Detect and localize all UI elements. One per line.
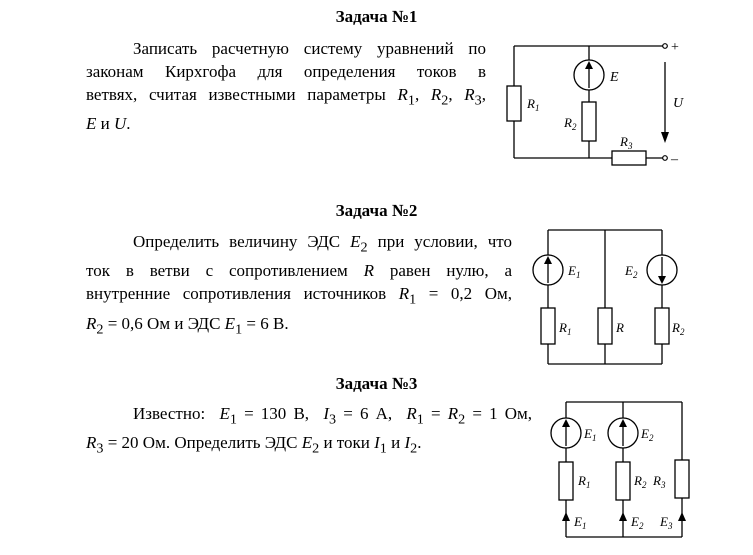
task1-label-plus: + — [671, 40, 679, 55]
task1-label-e: E — [609, 70, 619, 85]
task3-r1-resistor — [558, 461, 574, 501]
task3-label-r1: R1 — [577, 473, 590, 490]
task3-label-e1: E1 — [583, 426, 596, 443]
task2-label-r2: R2 — [671, 320, 685, 337]
task2-label-e1: E1 — [567, 263, 580, 280]
task3-label-e2: E2 — [640, 426, 654, 443]
task1-label-r1: R1 — [526, 96, 539, 113]
task3-e1-source — [550, 417, 582, 449]
task2-r-resistor — [597, 307, 613, 345]
task3-label-bottom-e1: E1 — [573, 514, 586, 531]
task2-r1-resistor — [540, 307, 556, 345]
task2-label-e2: E2 — [624, 263, 638, 280]
task1-r2-resistor — [581, 101, 597, 142]
task2-title: Задача №2 — [335, 201, 418, 220]
task1-label-r2: R2 — [563, 115, 577, 132]
task2-text: Определить величину ЭДС E2 при условии, … — [86, 232, 513, 338]
task3-current-arrow-2 — [619, 512, 627, 521]
task1-r1-resistor — [506, 85, 522, 122]
task2-label-r1: R1 — [558, 320, 571, 337]
task1-text: Записать расчетную систему уравнений по … — [86, 39, 486, 134]
task1-label-r3: R3 — [619, 134, 633, 151]
task1-title: Задача №1 — [335, 7, 418, 26]
task1-emf-source — [573, 59, 605, 91]
task3-title: Задача №3 — [335, 374, 418, 393]
task2-e2-source — [646, 254, 678, 286]
task3-label-bottom-e3: E3 — [659, 514, 673, 531]
task3-r2-resistor — [615, 461, 631, 501]
task3-current-arrow-1 — [562, 512, 570, 521]
task3-r3-resistor — [674, 459, 690, 499]
task2-e1-source — [532, 254, 564, 286]
task1-terminal-plus — [662, 43, 668, 49]
task3-text: Известно: E1 = 130 В, I3 = 6 А, R1 = R2 … — [86, 404, 533, 457]
task2-r2-resistor — [654, 307, 670, 345]
task1-terminal-minus — [662, 155, 668, 161]
task3-current-arrow-3 — [678, 512, 686, 521]
task2-label-r: R — [615, 320, 624, 335]
task3-label-bottom-e2: E2 — [630, 514, 644, 531]
task3-label-r3: R3 — [652, 473, 666, 490]
task1-label-u: U — [673, 96, 684, 111]
task1-r3-resistor — [611, 150, 647, 166]
task1-label-minus: – — [670, 152, 679, 167]
task1-voltage-arrow — [661, 132, 669, 143]
task3-e2-source — [607, 417, 639, 449]
task3-label-r2: R2 — [633, 473, 647, 490]
